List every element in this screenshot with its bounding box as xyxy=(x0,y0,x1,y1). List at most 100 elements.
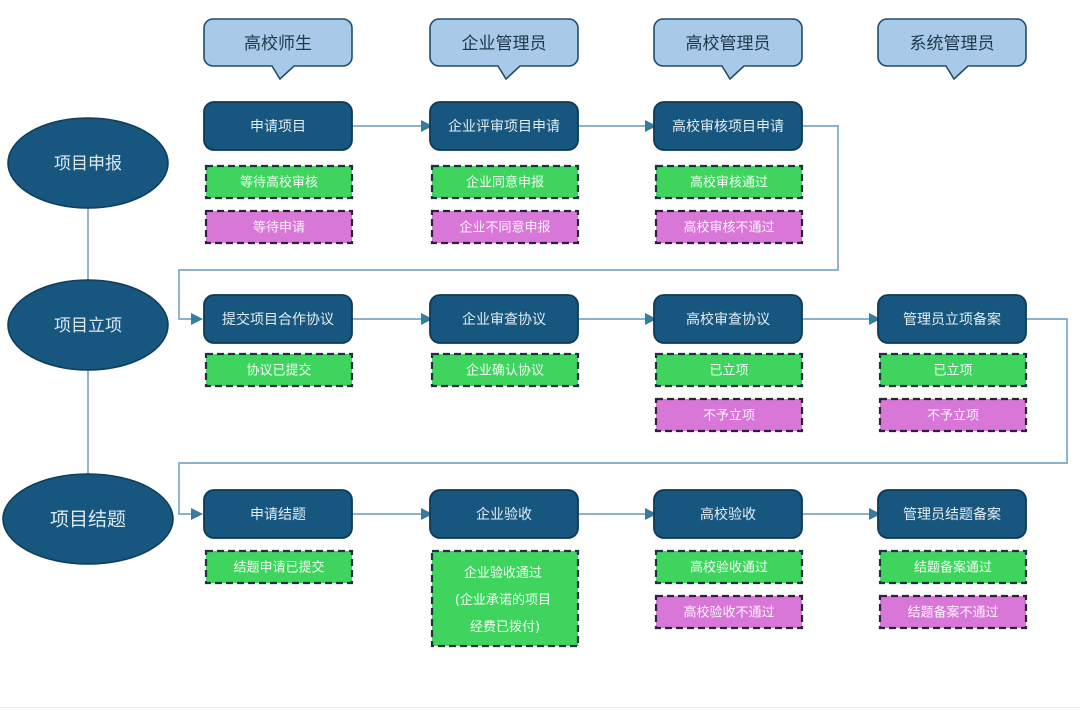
action-label: 申请结题 xyxy=(250,507,306,523)
connector-row2-to-row3 xyxy=(178,318,1068,515)
phase-ellipse xyxy=(2,473,174,565)
step-company-check-agreement[interactable]: 企业审查协议 企业确认协议 xyxy=(429,294,580,388)
lane-header-sysadmin[interactable]: 系统管理员 xyxy=(877,18,1027,81)
phase-label: 项目立项 xyxy=(54,316,122,336)
status-label: 企业同意申报 xyxy=(466,175,544,191)
action-box xyxy=(429,101,579,151)
row-close: 申请结题 结题申请已提交 企业验收 企业验收通过 (企业承诺的项目 经费已拨付)… xyxy=(203,489,1028,648)
lane-bubble-shape xyxy=(429,18,579,81)
action-label: 提交项目合作协议 xyxy=(222,311,334,328)
status-box-pass xyxy=(204,352,354,388)
phase-node-apply[interactable]: 项目申报 xyxy=(7,117,169,209)
lane-header-school[interactable]: 高校管理员 xyxy=(653,18,803,81)
status-box-pass xyxy=(878,352,1028,388)
action-box xyxy=(653,489,803,539)
arrow-head-company-accept xyxy=(421,508,433,520)
action-box xyxy=(877,489,1027,539)
step-apply-project[interactable]: 申请项目 等待高校审核 等待申请 xyxy=(203,101,354,245)
lane-header-teacher[interactable]: 高校师生 xyxy=(203,18,353,81)
phase-ellipse xyxy=(7,279,169,371)
status-box-fail xyxy=(430,209,580,245)
status-box-pass xyxy=(654,549,804,585)
lane-bubble-shape xyxy=(877,18,1027,81)
status-box-fail xyxy=(878,594,1028,630)
step-school-accept[interactable]: 高校验收 高校验收通过 高校验收不通过 xyxy=(653,489,804,630)
status-label: 等待高校审核 xyxy=(240,175,318,191)
status-box-pass xyxy=(204,549,354,585)
action-label: 管理员结题备案 xyxy=(903,506,1001,523)
status-label: 等待申请 xyxy=(253,220,305,236)
status-label: 高校验收通过 xyxy=(690,560,768,576)
status-box-fail xyxy=(654,397,804,433)
action-label: 高校验收 xyxy=(700,506,756,523)
step-company-review-apply[interactable]: 企业评审项目申请 企业同意申报 企业不同意申报 xyxy=(429,101,580,245)
connector-row1-to-row2 xyxy=(178,125,839,320)
lane-header-company[interactable]: 企业管理员 xyxy=(429,18,579,81)
lane-header-label: 高校师生 xyxy=(244,34,312,54)
action-box xyxy=(877,294,1027,344)
status-label: 已立项 xyxy=(709,364,748,379)
row-setup: 提交项目合作协议 协议已提交 企业审查协议 企业确认协议 高校审查协议 已立项 … xyxy=(203,294,1028,433)
phase-group: 项目申报 项目立项 项目结题 xyxy=(2,117,174,565)
status-box-fail xyxy=(204,209,354,245)
action-box xyxy=(653,101,803,151)
status-line-1: 企业验收通过 xyxy=(464,565,542,581)
action-box xyxy=(653,294,803,344)
action-box xyxy=(429,489,579,539)
status-box-fail xyxy=(878,397,1028,433)
arrow-head-company-check xyxy=(421,313,433,325)
arrow-head-school-accept xyxy=(645,508,657,520)
arrow-head-apply-close xyxy=(191,508,203,520)
status-line-2: (企业承诺的项目 xyxy=(455,592,551,608)
action-label: 管理员立项备案 xyxy=(903,311,1001,328)
arrow-head-school-review xyxy=(645,120,657,132)
status-label: 结题备案不通过 xyxy=(907,605,998,621)
status-label: 结题申请已提交 xyxy=(233,560,324,576)
status-box-pass xyxy=(430,352,580,388)
step-admin-record-setup[interactable]: 管理员立项备案 已立项 不予立项 xyxy=(877,294,1028,433)
status-label: 企业确认协议 xyxy=(466,363,544,379)
status-box-pass-multiline xyxy=(430,549,580,648)
status-box-pass xyxy=(204,164,354,200)
step-submit-agreement[interactable]: 提交项目合作协议 协议已提交 xyxy=(203,294,354,388)
arrow-head-admin-record-close xyxy=(869,508,881,520)
action-label: 企业评审项目申请 xyxy=(448,118,560,135)
status-label: 结题备案通过 xyxy=(914,560,992,576)
status-label: 协议已提交 xyxy=(246,363,311,379)
phase-ellipse xyxy=(7,117,169,209)
step-school-check-agreement[interactable]: 高校审查协议 已立项 不予立项 xyxy=(653,294,804,433)
row-apply: 申请项目 等待高校审核 等待申请 企业评审项目申请 企业同意申报 企业不同意申报… xyxy=(203,101,804,245)
status-label: 高校验收不通过 xyxy=(683,605,774,621)
phase-node-close[interactable]: 项目结题 xyxy=(2,473,174,565)
step-apply-close[interactable]: 申请结题 结题申请已提交 xyxy=(203,489,354,585)
action-label: 高校审核项目申请 xyxy=(672,118,784,135)
action-box xyxy=(203,294,353,344)
action-label: 企业验收 xyxy=(476,506,532,523)
status-box-pass xyxy=(430,164,580,200)
lane-header-label: 企业管理员 xyxy=(462,34,547,54)
status-label: 高校审核不通过 xyxy=(683,220,774,236)
arrow-head-submit-agreement xyxy=(191,313,203,325)
status-label: 已立项 xyxy=(933,364,972,379)
arrow-head-school-check xyxy=(645,313,657,325)
arrow-head-admin-record-setup xyxy=(869,313,881,325)
status-label-multiline: 企业验收通过 (企业承诺的项目 经费已拨付) xyxy=(455,565,555,635)
status-label: 企业不同意申报 xyxy=(459,220,550,236)
status-label: 不予立项 xyxy=(927,409,979,424)
action-box xyxy=(203,489,353,539)
lane-header-label: 系统管理员 xyxy=(910,34,995,54)
step-school-review-apply[interactable]: 高校审核项目申请 高校审核通过 高校审核不通过 xyxy=(653,101,804,245)
phase-node-setup[interactable]: 项目立项 xyxy=(7,279,169,371)
lane-bubble-shape xyxy=(203,18,353,81)
status-box-pass xyxy=(654,352,804,388)
step-admin-record-close[interactable]: 管理员结题备案 结题备案通过 结题备案不通过 xyxy=(877,489,1028,630)
action-label: 申请项目 xyxy=(250,119,306,135)
action-box xyxy=(429,294,579,344)
lane-bubble-shape xyxy=(653,18,803,81)
lane-header-group: 高校师生 企业管理员 高校管理员 系统管理员 xyxy=(203,18,1027,81)
status-box-pass xyxy=(654,164,804,200)
action-label: 高校审查协议 xyxy=(686,311,770,328)
step-company-accept[interactable]: 企业验收 企业验收通过 (企业承诺的项目 经费已拨付) xyxy=(429,489,580,648)
